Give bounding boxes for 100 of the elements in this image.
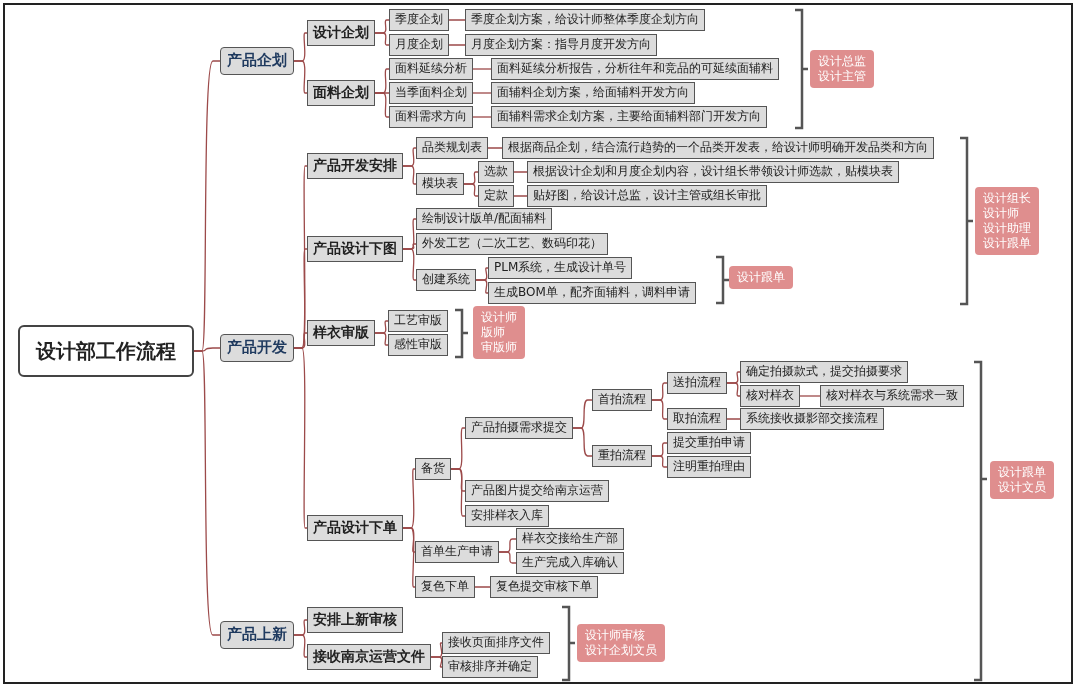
connector (463, 183, 479, 197)
connector (651, 455, 668, 468)
item-box: 重拍流程 (592, 445, 652, 467)
role-label: 设计文员 (998, 480, 1046, 495)
subtopic-box: 样衣审版 (307, 320, 375, 346)
role-box (577, 624, 665, 662)
connector (475, 279, 489, 294)
subtopic-box: 产品设计下单 (307, 515, 403, 541)
item-box: 工艺审版 (388, 310, 448, 332)
item-box: 面料延续分析 (389, 58, 473, 80)
role-label: 设计企划文员 (585, 643, 657, 658)
connector (513, 171, 528, 173)
connector (293, 347, 308, 529)
connector (293, 634, 308, 658)
role-label: 设计跟单 (998, 465, 1046, 480)
connector (498, 551, 517, 564)
role-label: 设计跟单 (737, 270, 785, 285)
role-label: 设计助理 (983, 221, 1031, 236)
item-box: 复色下单 (415, 576, 475, 598)
item-box: 复色提交审核下单 (490, 576, 598, 598)
connector (448, 44, 466, 46)
connector (448, 19, 466, 21)
connector (651, 399, 668, 420)
item-box: 选款 (478, 161, 514, 183)
item-box: 首拍流程 (592, 389, 652, 411)
item-box: 提交重拍申请 (667, 432, 751, 454)
root-box: 设计部工作流程 (18, 325, 194, 377)
connector (402, 165, 417, 185)
item-box: 核对样衣 (740, 385, 800, 407)
item-box: 根据商品企划，结合流行趋势的一个品类开发表，给设计师明确开发品类和方向 (502, 137, 934, 159)
item-box: 模块表 (416, 173, 464, 195)
role-label: 设计主管 (818, 69, 866, 84)
item-box: 面料延续分析报告，分析往年和竞品的可延续面辅料 (491, 58, 779, 80)
connector (374, 32, 390, 46)
item-box: 外发工艺（二次工艺、数码印花） (416, 233, 608, 255)
connector (472, 68, 492, 70)
item-box: 送拍流程 (667, 372, 727, 394)
item-box: 生产完成入库确认 (516, 552, 624, 574)
topic-box: 产品上新 (220, 621, 294, 649)
role-label: 审版师 (481, 340, 517, 355)
subtopic-box: 产品开发安排 (307, 153, 403, 179)
connector (726, 418, 741, 420)
item-box: 注明重拍理由 (667, 456, 751, 478)
connector (293, 60, 308, 94)
item-box: 产品拍摄需求提交 (465, 417, 573, 439)
item-box: PLM系统，生成设计单号 (488, 257, 633, 279)
item-box: 确定拍摄款式，提交拍摄要求 (740, 361, 908, 383)
item-box: 取拍流程 (667, 408, 727, 430)
role-label: 设计总监 (818, 54, 866, 69)
role-label: 设计组长 (983, 191, 1031, 206)
connector (374, 332, 389, 346)
item-box: 品类规划表 (416, 137, 488, 159)
connector (450, 468, 466, 517)
item-box: 面辅料企划方案，给面辅料开发方向 (491, 82, 695, 104)
connector (487, 147, 503, 149)
item-box: 根据设计企划和月度企划内容，设计组长带领设计师选款，贴模块表 (527, 161, 899, 183)
role-box (990, 461, 1054, 499)
role-box (729, 266, 793, 289)
role-label: 设计师审核 (585, 628, 646, 643)
item-box: 生成BOM单，配齐面辅料，调料申请 (488, 282, 696, 304)
item-box: 审核排序并确定 (442, 656, 538, 678)
connector (472, 92, 492, 94)
item-box: 创建系统 (416, 269, 476, 291)
item-box: 产品图片提交给南京运营 (465, 480, 609, 502)
item-box: 月度企划 (389, 34, 449, 56)
connector (402, 248, 417, 281)
item-box: 月度企划方案：指导月度开发方向 (465, 34, 657, 56)
item-box: 系统接收摄影部交接流程 (740, 408, 884, 430)
role-label: 设计师 (983, 206, 1020, 221)
connector (513, 195, 528, 197)
item-box: 贴好图，给设计总监，设计主管或组长审批 (527, 185, 767, 207)
item-box: 定款 (478, 185, 514, 207)
item-box: 感性审版 (388, 334, 448, 356)
item-box: 安排样衣入库 (465, 505, 549, 527)
role-label: 设计跟单 (983, 236, 1031, 251)
connector (402, 527, 416, 588)
connector (193, 350, 221, 636)
role-box (810, 50, 874, 88)
connector (374, 92, 390, 118)
subtopic-box: 设计企划 (307, 20, 375, 46)
item-box: 绘制设计版单/配面辅料 (416, 208, 553, 230)
item-box: 核对样衣与系统需求一致 (820, 385, 964, 407)
role-box (473, 306, 525, 359)
item-box: 面辅料需求企划方案，主要给面辅料部门开发方向 (491, 106, 767, 128)
item-box: 季度企划 (389, 9, 449, 31)
item-box: 样衣交接给生产部 (516, 528, 624, 550)
topic-box: 产品开发 (220, 334, 294, 362)
subtopic-box: 安排上新审核 (307, 607, 403, 633)
item-box: 首单生产申请 (415, 541, 499, 563)
connector (472, 116, 492, 118)
connector (799, 395, 821, 397)
subtopic-box: 面料企划 (307, 80, 375, 106)
role-label: 版师 (481, 325, 506, 340)
subtopic-box: 接收南京运营文件 (307, 644, 431, 670)
connector (430, 656, 443, 668)
connector (474, 586, 491, 588)
topic-box: 产品企划 (220, 47, 294, 75)
role-label: 设计师 (481, 310, 517, 325)
connector (726, 382, 741, 397)
item-box: 面料需求方向 (389, 106, 473, 128)
